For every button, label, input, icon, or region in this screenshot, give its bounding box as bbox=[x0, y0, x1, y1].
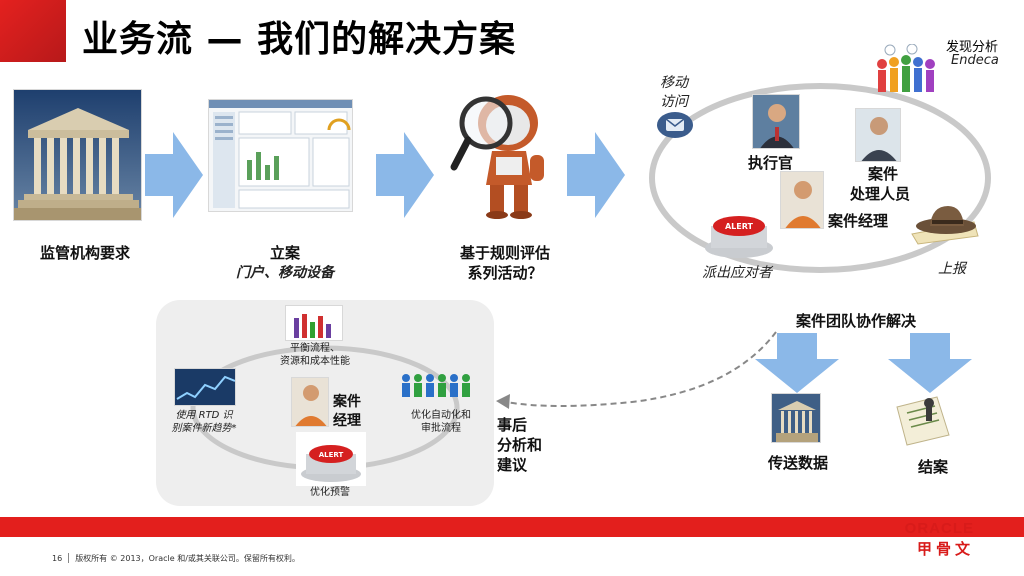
case-manager-photo bbox=[780, 171, 824, 229]
robot-magnifier-image bbox=[446, 85, 554, 220]
alert-button-icon: ALERT bbox=[702, 210, 776, 264]
flow-arrow-right-icon bbox=[567, 132, 627, 222]
flow-arrow-right-icon bbox=[376, 132, 436, 222]
courthouse-image bbox=[13, 89, 142, 221]
endeca-people-icon bbox=[870, 43, 946, 104]
people-chain-icon bbox=[398, 368, 478, 410]
case-handler-photo bbox=[855, 108, 901, 162]
page-title: 业务流 — 我们的解决方案 bbox=[82, 19, 517, 60]
down-arrow-icon bbox=[755, 333, 839, 397]
oracle-logo-text: ORACLE bbox=[904, 520, 974, 537]
oracle-logo-cn-text: 甲骨文 bbox=[916, 540, 974, 558]
page-number: 16 bbox=[52, 554, 63, 563]
down-arrow-icon bbox=[888, 333, 972, 397]
executive-label: 执行官 bbox=[748, 154, 794, 172]
case-manager-small-photo bbox=[291, 377, 329, 427]
detective-hat-icon bbox=[908, 200, 980, 250]
footer-text: 16 版权所有 © 2013，Oracle 和/或其关联公司。保留所有权利。 bbox=[52, 553, 300, 564]
manager-label-line2: 经理 bbox=[333, 413, 361, 429]
case-handler-label-line1: 案件 bbox=[868, 165, 899, 183]
post-analysis-line3: 建议 bbox=[497, 456, 528, 474]
balance-chart-image bbox=[285, 305, 343, 341]
automation-label-line1: 优化自动化和 bbox=[411, 410, 471, 421]
step2-label: 立案 bbox=[269, 244, 300, 262]
case-cycle-ring bbox=[648, 78, 993, 282]
trend-chart-image bbox=[174, 368, 236, 406]
endeca-label-line1: 发现分析 bbox=[946, 40, 999, 55]
alert-optimize-label: 优化预警 bbox=[310, 487, 350, 498]
rtd-label-line2: 别案件新趋势* bbox=[171, 423, 237, 434]
step3-label-line1: 基于规则评估 bbox=[459, 244, 550, 262]
balance-label-line2: 资源和成本性能 bbox=[280, 356, 350, 367]
case-handler-label-line2: 处理人员 bbox=[850, 185, 911, 203]
step3-label-line2: 系列活动？ bbox=[467, 264, 543, 282]
return-dashed-arrow-icon bbox=[492, 330, 782, 424]
automation-label-line2: 审批流程 bbox=[421, 423, 461, 434]
footer-red-bar bbox=[0, 517, 1024, 537]
post-analysis-line1: 事后 bbox=[497, 416, 528, 434]
post-analysis-line2: 分析和 bbox=[497, 436, 543, 454]
svg-text:ALERT: ALERT bbox=[725, 222, 754, 231]
transfer-data-label: 传送数据 bbox=[768, 454, 829, 472]
case-manager-label: 案件经理 bbox=[828, 212, 889, 230]
mobile-access-icon bbox=[655, 109, 695, 145]
manager-label-line1: 案件 bbox=[333, 394, 361, 410]
balance-label-line1: 平衡流程、 bbox=[290, 343, 340, 354]
close-case-label: 结案 bbox=[918, 458, 949, 476]
collaboration-title: 案件团队协作解决 bbox=[796, 312, 917, 330]
endeca-label-line2: Endeca bbox=[951, 53, 999, 68]
svg-text:ALERT: ALERT bbox=[319, 451, 344, 459]
mobile-access-label-line2: 访问 bbox=[660, 94, 688, 110]
copyright-text: 版权所有 © 2013，Oracle 和/或其关联公司。保留所有权利。 bbox=[75, 554, 300, 563]
flow-arrow-right-icon bbox=[145, 132, 205, 222]
mobile-access-label-line1: 移动 bbox=[660, 75, 688, 91]
dashboard-screenshot-image bbox=[208, 99, 353, 212]
dispatch-label: 派出应对者 bbox=[702, 265, 772, 281]
rtd-label-line1: 使用 RTD 识 bbox=[175, 410, 233, 421]
courthouse-small-image bbox=[771, 393, 821, 443]
documents-stamp-icon bbox=[893, 393, 953, 453]
step2-sublabel: 门户、移动设备 bbox=[236, 265, 334, 281]
report-label: 上报 bbox=[938, 261, 966, 277]
step1-label: 监管机构要求 bbox=[39, 244, 130, 262]
alert-button-small-icon: ALERT bbox=[296, 432, 366, 486]
executive-photo bbox=[752, 94, 800, 149]
brand-corner-block bbox=[0, 0, 66, 62]
